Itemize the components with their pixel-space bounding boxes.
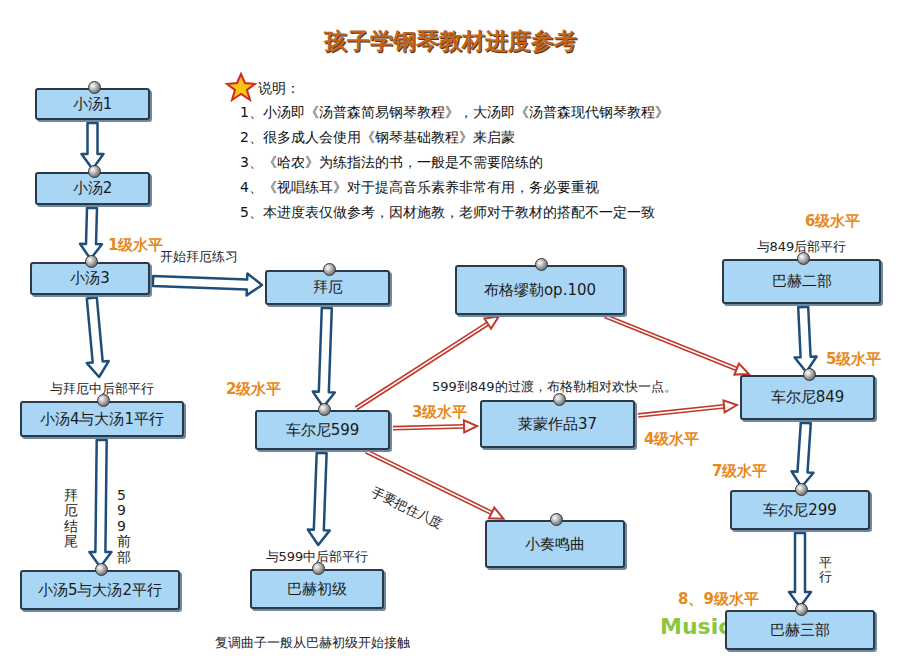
note-line: 4、《视唱练耳》对于提高音乐素养非常有用，务必要重视 (240, 179, 599, 197)
pin-icon (88, 165, 101, 178)
level-label: 1级水平 (108, 236, 163, 255)
pin-icon (95, 563, 108, 576)
edge-label: 平行 (819, 556, 832, 585)
book-box: 车尔尼599 (255, 410, 390, 450)
watermark: Music (660, 614, 731, 639)
pin-icon (795, 483, 808, 496)
book-box: 布格缪勒op.100 (455, 265, 625, 315)
book-name: 小汤1 (73, 95, 113, 114)
pin-icon (323, 263, 336, 276)
book-box: 小汤2 (35, 172, 150, 205)
book-node: 车尔尼299 (730, 490, 870, 530)
level-label: 5级水平 (826, 350, 881, 369)
book-node: 拜厄 (265, 270, 390, 305)
hollow-arrow (792, 423, 814, 487)
book-node: 小汤3 (30, 262, 150, 295)
book-name: 小汤5与大汤2平行 (38, 581, 162, 600)
book-box: 小汤5与大汤2平行 (20, 570, 180, 610)
book-node: 小汤5与大汤2平行 (20, 570, 180, 610)
book-name: 莱蒙作品37 (518, 415, 597, 434)
book-name: 小汤2 (73, 179, 113, 198)
level-label: 8、9级水平 (678, 590, 759, 609)
book-node: 莱蒙作品37 (480, 400, 635, 448)
book-name: 拜厄 (313, 278, 343, 297)
hollow-arrow (153, 274, 262, 296)
book-name: 巴赫初级 (287, 580, 347, 599)
vertical-note: 拜厄结尾 (64, 488, 78, 550)
book-name: 车尔尼299 (763, 501, 837, 520)
star-icon (227, 74, 255, 100)
note-line: 1、小汤即《汤普森简易钢琴教程》，大汤即《汤普森现代钢琴教程》 (240, 104, 669, 122)
book-node: 与849后部平行巴赫二部 (722, 238, 881, 304)
hollow-arrow (789, 533, 811, 607)
level-label: 2级水平 (226, 380, 281, 399)
book-name: 巴赫三部 (770, 621, 830, 640)
book-box: 车尔尼299 (730, 490, 870, 530)
book-box: 小奏鸣曲 (485, 520, 625, 568)
level-label: 6级水平 (805, 212, 860, 231)
note-line: 2、很多成人会使用《钢琴基础教程》来启蒙 (240, 129, 515, 147)
pin-icon (550, 513, 563, 526)
note-line: 5、本进度表仅做参考，因材施教，老师对于教材的搭配不一定一致 (240, 204, 655, 222)
hollow-arrow (308, 453, 330, 545)
book-name: 布格缪勒op.100 (484, 281, 596, 300)
pin-icon (553, 393, 566, 406)
book-node: 巴赫三部 (725, 610, 875, 650)
hollow-arrow (80, 208, 102, 259)
book-name: 车尔尼849 (771, 388, 845, 407)
book-node: 布格缪勒op.100 (455, 265, 625, 315)
book-box: 莱蒙作品37 (480, 400, 635, 448)
pin-icon (88, 81, 101, 94)
book-node: 小汤1 (35, 88, 150, 120)
book-box: 车尔尼849 (740, 375, 875, 420)
book-node: 与拜厄中后部平行小汤4与大汤1平行 (20, 380, 184, 437)
red-arrow (393, 420, 477, 432)
pin-icon (318, 403, 331, 416)
book-box: 小汤4与大汤1平行 (20, 401, 184, 437)
level-label: 7级水平 (712, 462, 767, 481)
book-node: 小奏鸣曲 (485, 520, 625, 568)
hollow-arrow (795, 307, 817, 372)
book-box: 拜厄 (265, 270, 390, 305)
pin-icon (85, 255, 98, 268)
red-arrow (604, 315, 748, 375)
transition-note: 599到849的过渡，布格勒相对欢快一点。 (432, 378, 677, 396)
pin-icon (312, 562, 325, 575)
book-box: 巴赫二部 (722, 259, 881, 304)
pin-icon (797, 252, 810, 265)
book-node: 车尔尼599 (255, 410, 390, 450)
book-node: 与599中后部平行巴赫初级 (250, 548, 384, 609)
level-label: 4级水平 (644, 430, 699, 449)
book-box: 巴赫初级 (250, 569, 384, 609)
book-node: 小汤2 (35, 172, 150, 205)
level-label: 3级水平 (412, 403, 467, 422)
pin-icon (795, 603, 808, 616)
book-box: 小汤3 (30, 262, 150, 295)
book-node: 车尔尼849 (740, 375, 875, 420)
note-line: 3、《哈农》为练指法的书，一般是不需要陪练的 (240, 154, 543, 172)
hollow-arrow (313, 308, 335, 407)
footnote: 复调曲子一般从巴赫初级开始接触 (215, 634, 410, 652)
book-name: 车尔尼599 (286, 421, 360, 440)
book-name: 小奏鸣曲 (525, 535, 585, 554)
diagram-title: 孩子学钢琴教材进度参考 (0, 26, 900, 57)
book-name: 小汤4与大汤1平行 (40, 410, 164, 429)
edge-label: 手要把住八度 (366, 482, 448, 534)
hollow-arrow (89, 440, 111, 567)
red-arrow (355, 317, 498, 410)
vertical-note: 599前部 (117, 488, 131, 565)
note-heading: 说明： (258, 80, 300, 98)
book-name: 巴赫二部 (772, 272, 832, 291)
edge-label: 开始拜厄练习 (158, 248, 240, 266)
hollow-arrow (82, 123, 104, 169)
book-box: 巴赫三部 (725, 610, 875, 650)
pin-icon (97, 394, 110, 407)
hollow-arrow (87, 298, 109, 378)
pin-icon (803, 368, 816, 381)
book-box: 小汤1 (35, 88, 150, 120)
book-name: 小汤3 (70, 269, 110, 288)
red-arrow (638, 400, 737, 417)
pin-icon (535, 258, 548, 271)
